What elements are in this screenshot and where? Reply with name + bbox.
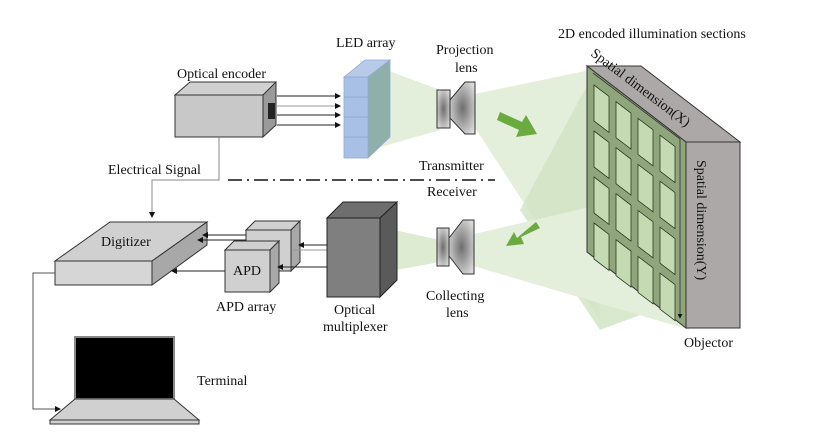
projection-lens <box>436 81 476 135</box>
label-spatial-y: Spatial dimension(Y) <box>693 160 708 280</box>
illumination-cell <box>615 238 632 288</box>
illumination-cell <box>659 226 676 276</box>
illumination-cell <box>659 272 676 322</box>
illumination-cell <box>593 222 610 272</box>
led-array <box>342 59 392 159</box>
label-optical-multiplexer-line1: Optical <box>334 303 375 318</box>
illumination-cell <box>659 134 676 184</box>
illumination-cell <box>659 180 676 230</box>
illumination-cell <box>615 100 632 150</box>
optical-encoder <box>173 80 277 139</box>
reflected-arrow <box>506 222 540 246</box>
label-projection-lens-line1: Projection <box>436 43 494 58</box>
illumination-cell <box>593 130 610 180</box>
terminal-connection-line <box>32 272 61 412</box>
label-digitizer: Digitizer <box>101 235 151 250</box>
label-led-array: LED array <box>336 36 395 51</box>
collecting-lens <box>436 219 475 275</box>
illumination-cell <box>615 192 632 242</box>
optical-multiplexer <box>325 200 399 299</box>
encoder-signal-arrows <box>277 93 341 128</box>
label-receiver: Receiver <box>427 185 477 200</box>
label-electrical-signal: Electrical Signal <box>108 163 201 178</box>
illumination-cell <box>637 255 654 305</box>
label-objector: Objector <box>684 336 733 351</box>
label-collecting-lens-line2: lens <box>446 306 469 321</box>
label-illumination-sections: 2D encoded illumination sections <box>558 27 746 42</box>
label-optical-encoder: Optical encoder <box>177 67 266 82</box>
label-apd: APD <box>233 264 261 279</box>
apd-array <box>223 219 302 294</box>
terminal-laptop <box>48 336 201 425</box>
digitizer <box>53 221 209 286</box>
electrical-signal-line <box>149 137 220 218</box>
illumination-cell <box>615 146 632 196</box>
illumination-cell <box>637 209 654 259</box>
label-collecting-lens-line1: Collecting <box>426 289 484 304</box>
label-transmitter: Transmitter <box>419 159 484 174</box>
illumination-cell <box>637 117 654 167</box>
illumination-cell <box>593 84 610 134</box>
label-apd-array: APD array <box>216 300 276 315</box>
label-terminal: Terminal <box>197 374 247 389</box>
illumination-cell <box>637 163 654 213</box>
illumination-cells <box>593 84 676 322</box>
illumination-cell <box>593 176 610 226</box>
label-optical-multiplexer-line2: multiplexer <box>323 320 388 335</box>
label-projection-lens-line2: lens <box>455 61 478 76</box>
incident-arrow <box>497 112 537 137</box>
objector <box>585 64 742 330</box>
apd-to-digitizer-arrows <box>171 232 246 274</box>
